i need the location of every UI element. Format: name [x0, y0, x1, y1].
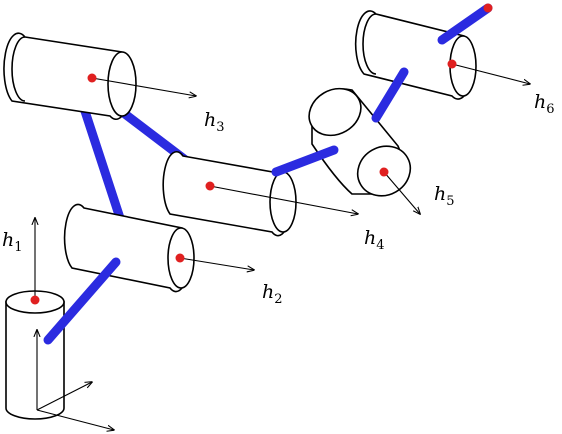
- cylinder-h3: [3, 32, 137, 121]
- joint-h2: [175, 253, 185, 263]
- link-h4-h5: [271, 145, 339, 177]
- axis-h4: [209, 185, 358, 214]
- cylinder-h5: [308, 87, 412, 197]
- label-h4: h4: [364, 227, 385, 253]
- link-h1-h2: [43, 257, 121, 345]
- joint-h1: [30, 295, 40, 305]
- joint-h3: [87, 73, 97, 83]
- label-h6: h6: [534, 91, 555, 117]
- joint-h6: [447, 59, 457, 69]
- axis-h5: [383, 171, 420, 214]
- joint-h5: [379, 167, 389, 177]
- axis-h6: [451, 63, 530, 84]
- axis-h3: [91, 77, 196, 96]
- cylinder-h4: [162, 151, 297, 237]
- joint-h4: [205, 181, 215, 191]
- cylinder-h6: [354, 10, 477, 100]
- label-h2: h2: [262, 281, 283, 307]
- link-h5-h6: [371, 67, 409, 123]
- cylinder-h2: [63, 203, 195, 293]
- axis-base-y: [36, 382, 92, 411]
- label-h1: h1: [2, 229, 23, 255]
- link-h6-end: [437, 3, 493, 45]
- cylinder-h1: [5, 290, 65, 420]
- label-h5: h5: [434, 183, 455, 209]
- joint-end-effector: [483, 3, 493, 13]
- label-h3: h3: [204, 109, 225, 135]
- axis-h2: [179, 257, 254, 270]
- link-h2-h3: [77, 97, 125, 223]
- axis-base-x: [36, 409, 114, 430]
